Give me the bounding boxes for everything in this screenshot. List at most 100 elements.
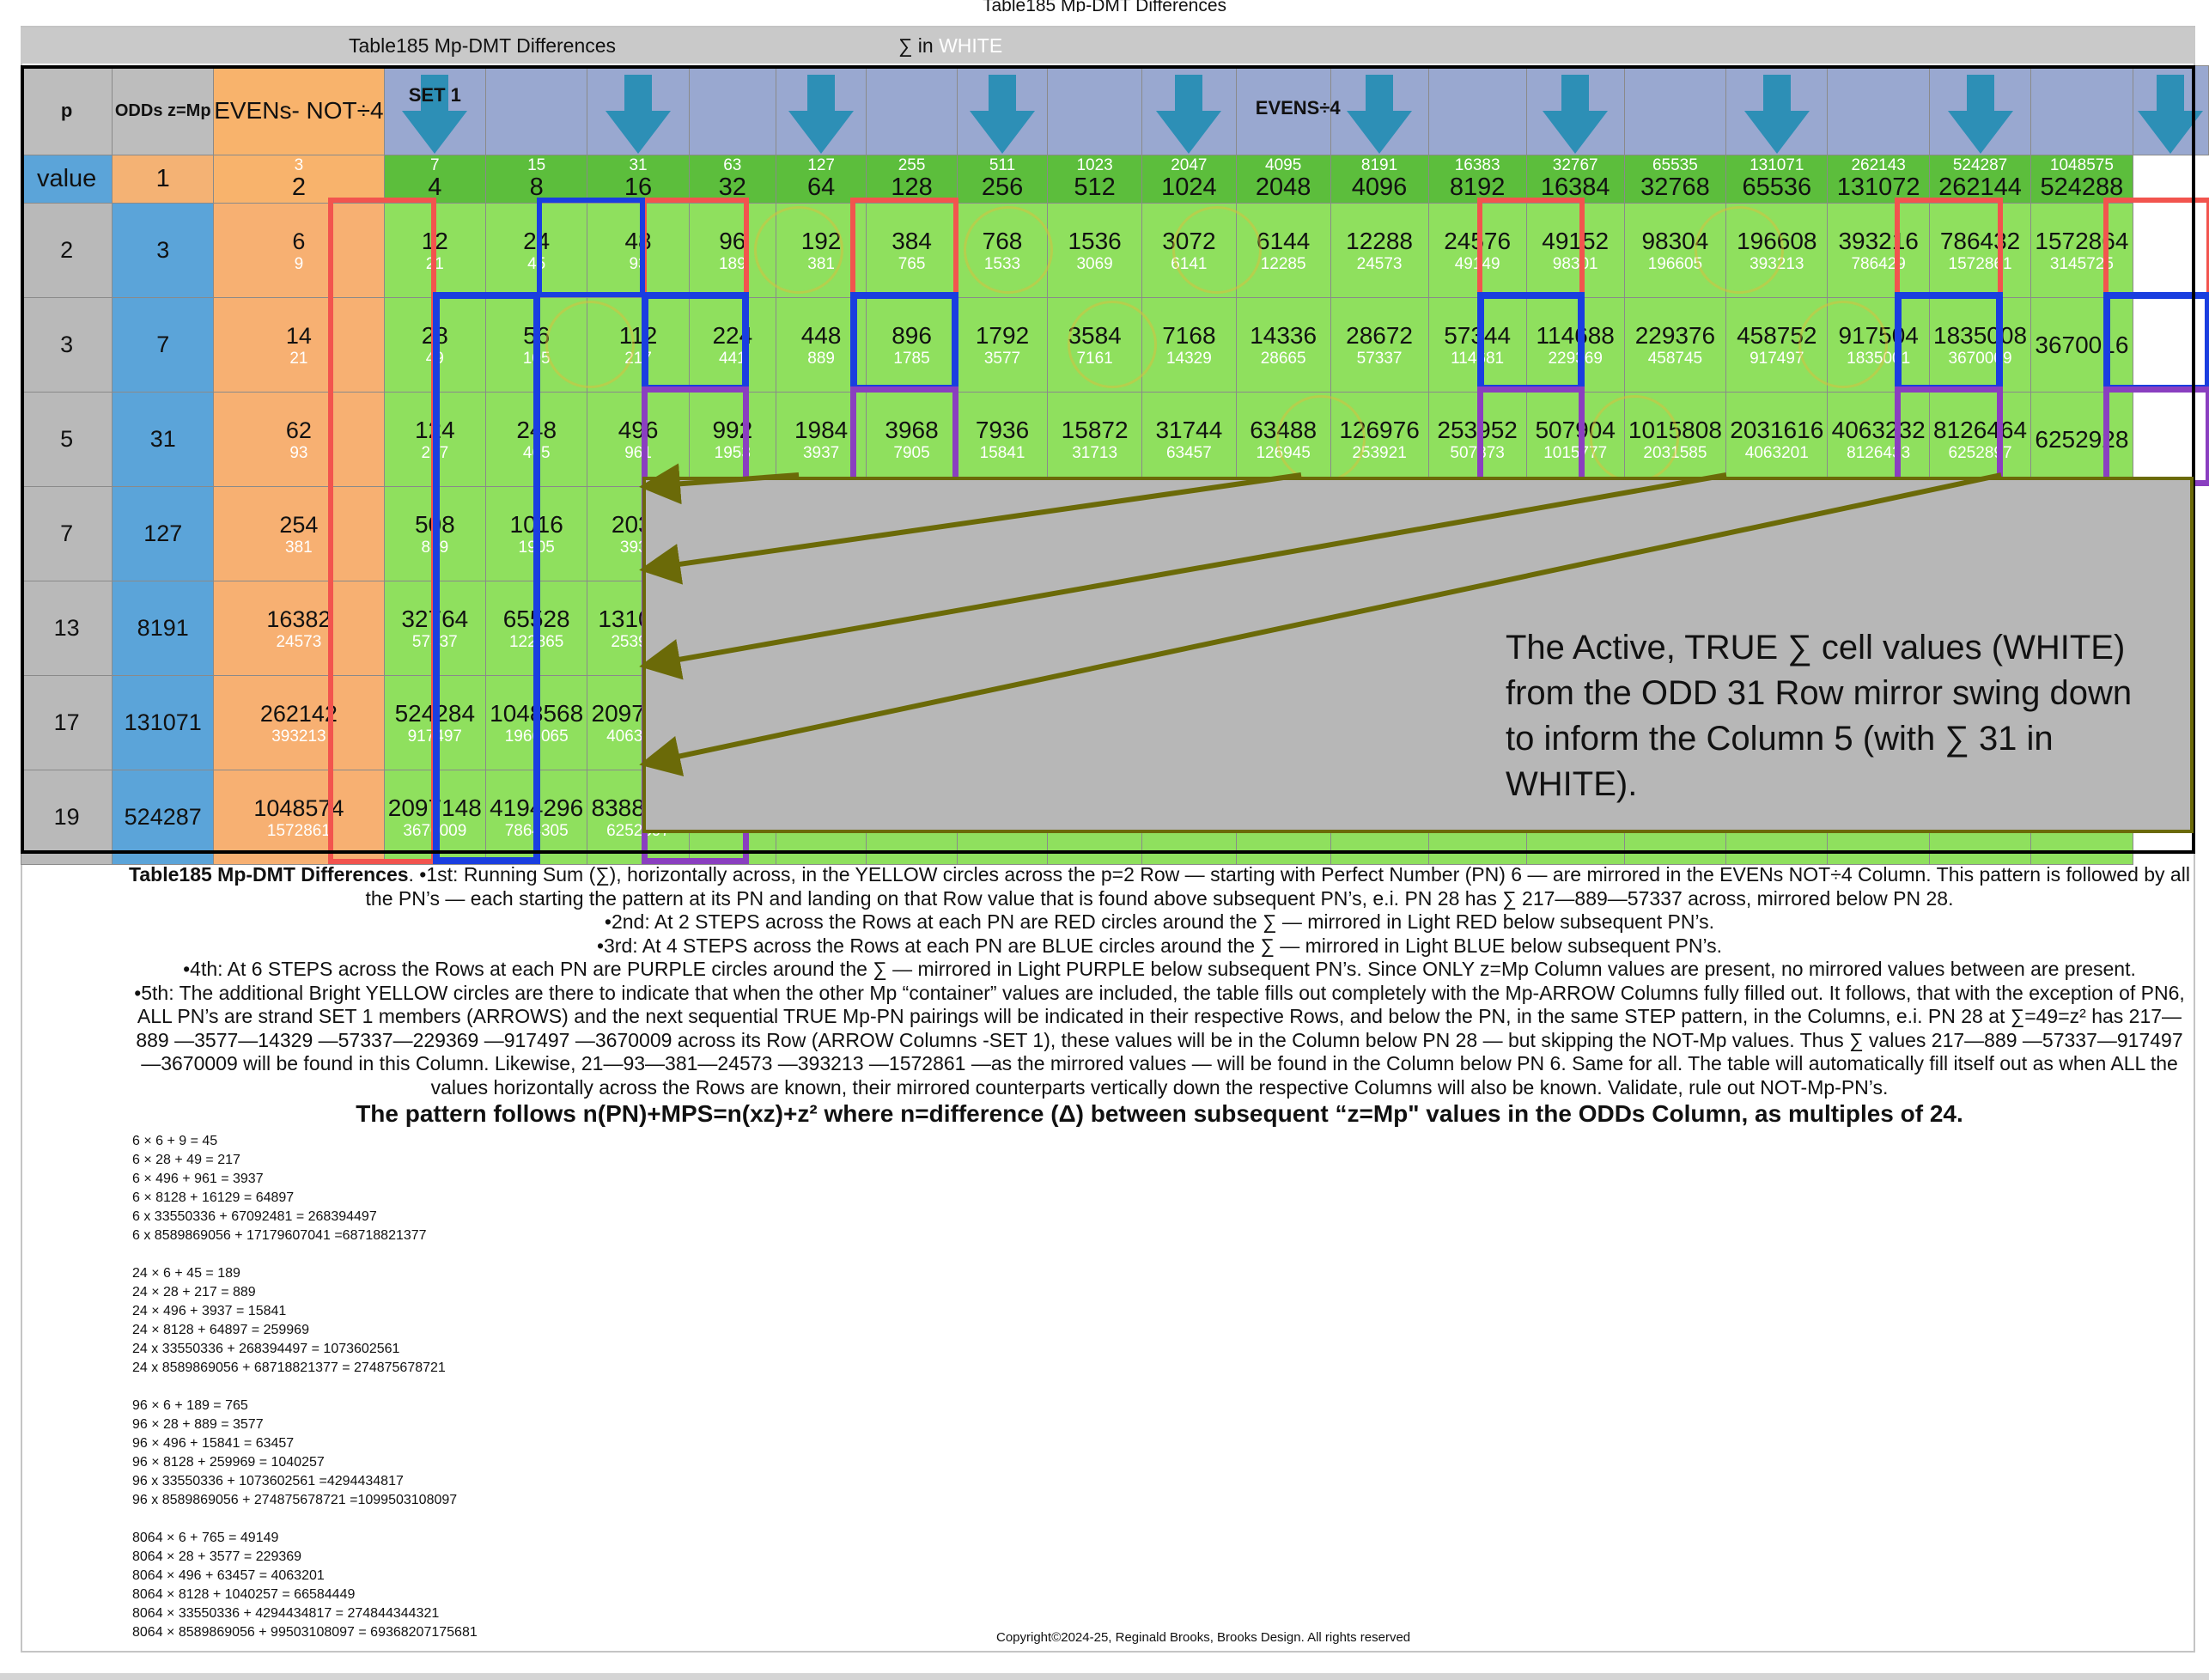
cell-value: 1572864 (2035, 227, 2129, 254)
header-cell-6 (866, 65, 958, 155)
row-p: 17 (20, 675, 113, 770)
caption-p4: •4th: At 6 STEPS across the Rows at each… (183, 958, 2136, 980)
equation-line: 96 × 8128 + 259969 = 1040257 (132, 1455, 325, 1470)
value-number: 8 (529, 173, 544, 201)
cell-sum: 98301 (1552, 254, 1598, 273)
cell-sum: 24573 (1356, 254, 1403, 273)
value-sum: 65535 (1652, 156, 1698, 174)
arrow-shaft (989, 75, 1016, 113)
equation-line: 96 × 6 + 189 = 765 (132, 1398, 248, 1413)
arrow-shaft (624, 75, 653, 113)
caption-lead: Table185 Mp-DMT Differences (129, 863, 409, 886)
cell-sum: 393213 (1750, 254, 1804, 273)
caption-p5: •5th: The additional Bright YELLOW circl… (134, 981, 2185, 1099)
value-sum: 262143 (1851, 156, 1906, 174)
cell-value: 458752 (1737, 321, 1817, 349)
cell-sum: 9 (294, 254, 304, 273)
row-odd: 7 (112, 297, 215, 393)
header-cell-14 (1623, 65, 1727, 155)
value-sum: 32767 (1552, 156, 1598, 174)
cell-value: 112 (618, 321, 658, 349)
equation-line: 6 x 8589869056 + 17179607041 =6871882137… (132, 1228, 427, 1243)
cell-sum: 1572861 (266, 821, 331, 840)
cell-sum: 917497 (1750, 349, 1804, 368)
equation-line: 24 x 33550336 + 268394497 = 1073602561 (132, 1342, 400, 1356)
cell-sum: 28665 (1260, 349, 1306, 368)
cell-sum: 57337 (1356, 349, 1403, 368)
value-sum: 16383 (1454, 156, 1500, 174)
cell-sum: 3145725 (2049, 254, 2114, 273)
value-number: 65536 (1742, 173, 1812, 201)
equation-line: 8064 × 6 + 765 = 49149 (132, 1531, 279, 1545)
mirror-arrow (639, 472, 1302, 585)
cell-sum: 2031585 (1643, 443, 1707, 462)
row-p: 13 (20, 581, 113, 676)
arrow-shaft (1175, 75, 1203, 113)
cell-value: 14336 (1250, 321, 1317, 349)
cell-value: 786432 (1939, 227, 2021, 254)
table-cell: 6252928 (2030, 392, 2133, 487)
equation-line: 6 × 6 + 9 = 45 (132, 1134, 218, 1148)
cell-value: 62 (285, 417, 312, 443)
arrow-head (1156, 111, 1222, 154)
cell-value: 49152 (1542, 227, 1610, 254)
arrow-head (1347, 111, 1413, 154)
set1-label: SET 1 (408, 84, 461, 106)
sum-legend-white: WHITE (939, 34, 1003, 57)
equation-line: 24 × 8128 + 64897 = 259969 (132, 1323, 309, 1337)
cell-sum: 31713 (1072, 443, 1118, 462)
cell-sum: 1572861 (1948, 254, 2012, 273)
row-p: 3 (20, 297, 113, 393)
table-title-bar: Table185 Mp-DMT Differences ∑ in WHITE (21, 27, 2195, 64)
cell-sum: 889 (807, 349, 835, 368)
cell-sum: 1953 (714, 443, 751, 462)
cell-sum: 63457 (1165, 443, 1212, 462)
equation-line: 6 × 496 + 961 = 3937 (132, 1172, 264, 1186)
down-arrow-icon (1947, 75, 2013, 154)
sum-legend-label: ∑ in (898, 34, 934, 57)
value-number: 2048 (1255, 173, 1311, 201)
equation-line: 24 × 496 + 3937 = 15841 (132, 1304, 287, 1318)
cell-sum: 1835001 (1847, 349, 1911, 368)
equation-line: 24 × 28 + 217 = 889 (132, 1285, 256, 1300)
down-arrow-icon (1347, 75, 1413, 154)
arrow-shaft (807, 75, 836, 113)
cell-sum: 24573 (276, 632, 322, 651)
value-sum: 63 (723, 156, 742, 174)
value-number: 32 (718, 173, 746, 201)
equation-line: 8064 × 8128 + 1040257 = 66584449 (132, 1587, 356, 1602)
cell-value: 768 (982, 227, 1023, 254)
cell-value: 48 (624, 227, 652, 254)
value-sum: 131071 (1750, 156, 1804, 174)
down-arrow-icon (1156, 75, 1222, 154)
row-p: 7 (20, 486, 113, 581)
mirror-arrow (639, 463, 800, 505)
header-evens: EVENs- NOT÷4 (213, 65, 385, 155)
arrow-shaft (421, 75, 449, 113)
arrow-shaft (2157, 75, 2185, 113)
row-odd: 8191 (112, 581, 215, 676)
cell-sum: 196605 (1647, 254, 1703, 273)
cell-value: 7168 (1162, 321, 1216, 349)
cell-value: 15872 (1061, 416, 1129, 443)
